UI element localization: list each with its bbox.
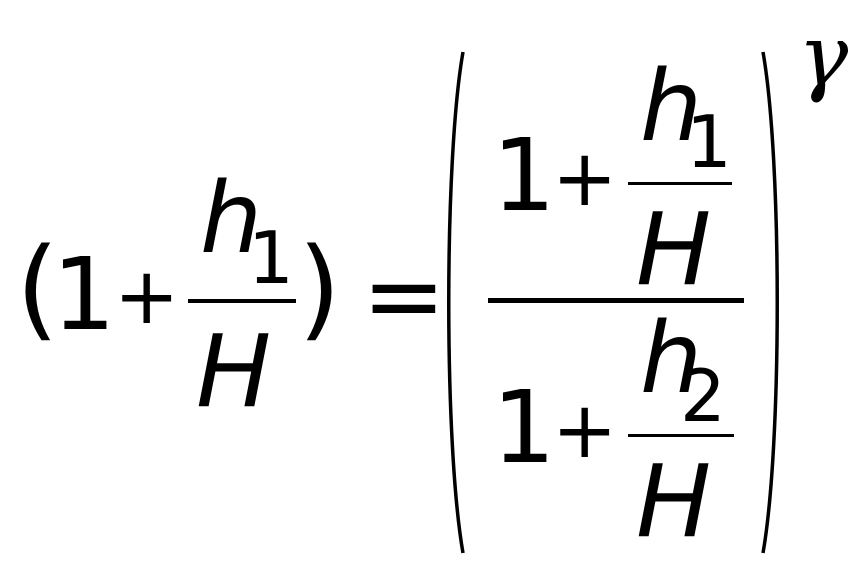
rhs-exponent-gamma: γ	[798, 7, 849, 105]
lhs-frac-numerator-subscript: 1	[248, 216, 294, 300]
lhs-fraction-bar	[188, 299, 296, 303]
rhs-num-frac-denominator-H: H	[636, 191, 712, 308]
lhs-frac-denominator-H: H	[196, 313, 272, 430]
lhs-close-paren: )	[298, 224, 341, 352]
rhs-num-fraction-bar	[628, 182, 732, 185]
rhs-den-plus: +	[552, 386, 618, 476]
rhs-num-frac-subscript: 1	[686, 100, 732, 184]
rhs-num-plus: +	[552, 134, 618, 224]
rhs-num-frac-numerator-h: h	[640, 50, 703, 164]
rhs-den-fraction-bar	[628, 434, 734, 437]
rhs-den-frac-denominator-H: H	[636, 443, 712, 560]
rhs-num-one: 1	[492, 117, 556, 234]
rhs-outer-open-paren	[447, 51, 465, 554]
rhs-main-fraction-bar	[488, 298, 744, 303]
equals-sign: =	[362, 237, 446, 354]
lhs-open-paren: (	[16, 224, 59, 352]
rhs-outer-close-paren	[761, 51, 779, 554]
rhs-den-frac-numerator-h: h	[640, 302, 703, 416]
rhs-den-frac-subscript: 2	[680, 354, 726, 438]
lhs-one: 1	[52, 236, 116, 353]
lhs-plus: +	[114, 252, 180, 342]
rhs-den-one: 1	[492, 369, 556, 486]
lhs-frac-numerator-h: h	[200, 162, 263, 276]
